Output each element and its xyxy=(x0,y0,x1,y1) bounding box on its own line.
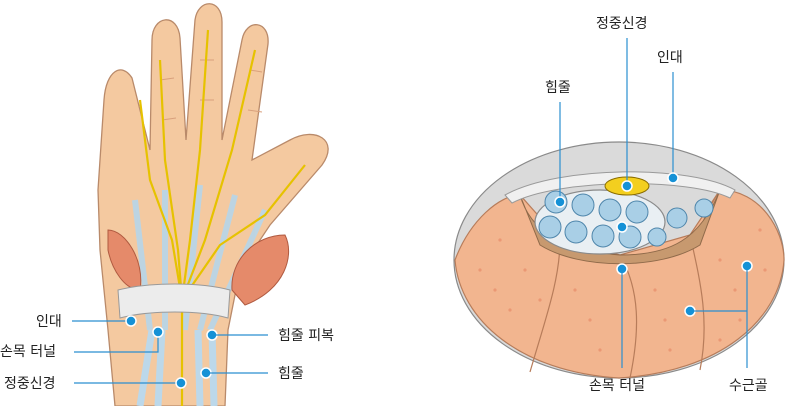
xs-label-tendon: 힘줄 xyxy=(545,80,571,208)
xs-label-carpal-tunnel-text: 손목 터널 xyxy=(589,378,645,394)
xs-label-carpal-tunnel: 손목 터널 xyxy=(589,221,645,394)
xs-label-carpal-bones: 수근골 xyxy=(684,260,768,394)
xs-label-tendon-text: 힘줄 xyxy=(545,80,571,96)
hand-label-median-nerve-text: 정중신경 xyxy=(4,376,56,392)
thenar-muscle xyxy=(231,234,290,306)
xs-label-median-nerve-text: 정중신경 xyxy=(596,16,648,32)
transverse-ligament xyxy=(117,283,231,319)
hand-label-tendon-text: 힘줄 xyxy=(278,366,304,382)
hand-label-tendon: 힘줄 xyxy=(200,366,304,382)
cross-section-illustration xyxy=(453,141,785,379)
hand-label-tendon-sheath: 힘줄 피복 xyxy=(206,328,334,344)
hand-label-ligament: 인대 xyxy=(36,314,137,330)
hand-illustration xyxy=(97,3,329,406)
hand-label-median-nerve: 정중신경 xyxy=(4,376,187,392)
hand-label-carpal-tunnel: 손목 터널 xyxy=(0,326,164,360)
xs-label-carpal-bones-text: 수근골 xyxy=(729,378,768,394)
hand-label-ligament-text: 인대 xyxy=(36,314,62,330)
hand-label-tendon-sheath-text: 힘줄 피복 xyxy=(278,328,334,344)
forearm-tendons xyxy=(136,329,218,406)
xs-label-ligament: 인대 xyxy=(657,50,683,184)
median-nerve-branches xyxy=(138,29,306,406)
hand-label-carpal-tunnel-text: 손목 터널 xyxy=(0,344,56,360)
xs-label-median-nerve: 정중신경 xyxy=(596,16,648,192)
xs-label-ligament-text: 인대 xyxy=(657,50,683,66)
